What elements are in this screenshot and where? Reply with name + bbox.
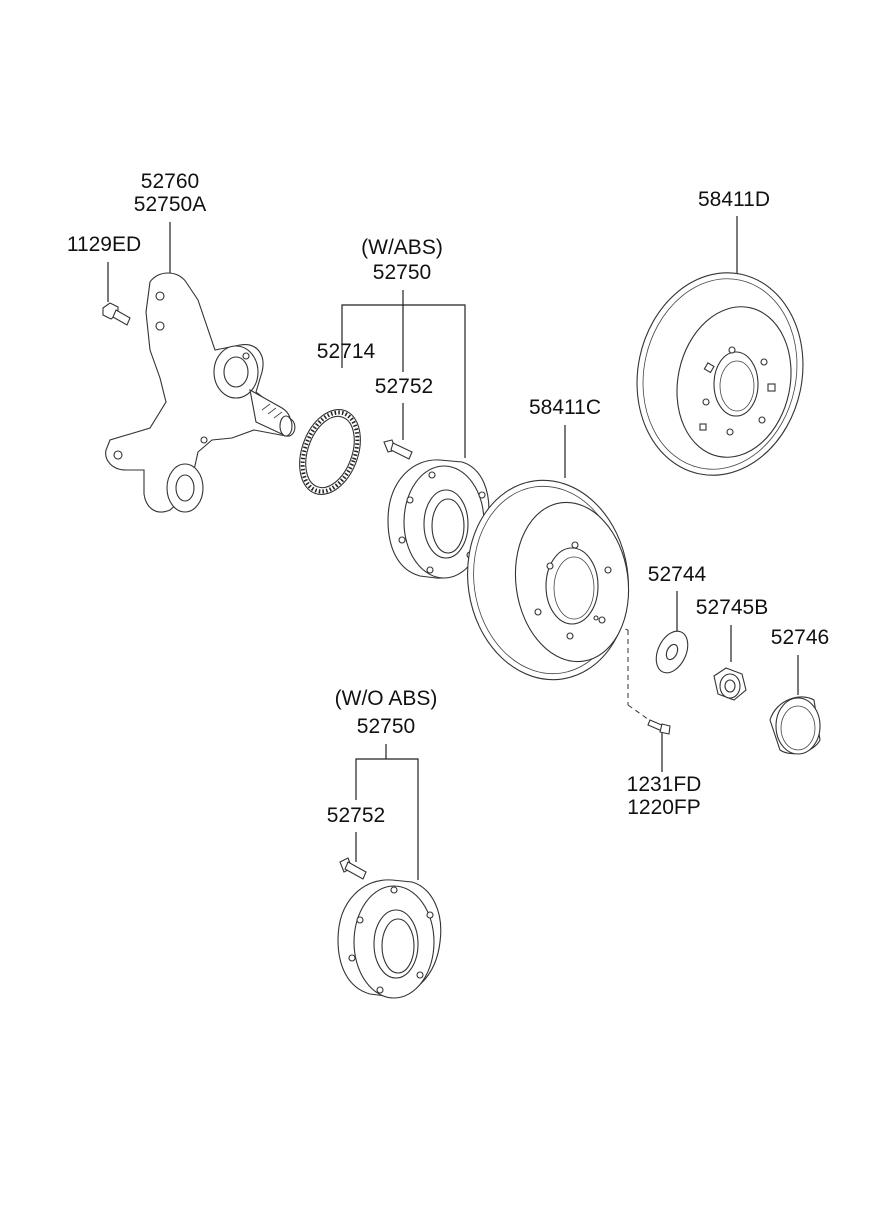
hub-assembly-woabs [337,879,442,999]
label-52744: 52744 [648,563,707,586]
hub-cap-52746 [769,696,821,755]
hub-bolt-52752-woabs [339,857,367,880]
bolt-1129ed [102,302,131,326]
screw-1231fd [647,719,671,735]
leader-lines [107,216,799,880]
label-52746: 52746 [771,626,829,649]
hub-assembly-wabs [387,459,490,579]
label-52750-wabs: 52750 [373,261,431,284]
tone-ring-52714 [299,409,361,495]
nut-52745b [713,667,747,701]
label-52745b: 52745B [696,596,768,619]
label-with-abs: (W/ABS) [361,236,443,259]
label-52750a: 52750A [134,193,206,216]
label-58411c: 58411C [529,396,601,419]
label-without-abs: (W/O ABS) [335,687,438,710]
label-52750-woabs: 52750 [357,715,415,738]
label-52752-woabs: 52752 [327,804,385,827]
washer-52744 [655,630,689,674]
label-1129ed: 1129ED [67,233,141,256]
steering-knuckle [105,272,296,513]
label-52760: 52760 [141,170,199,193]
label-1231fd: 1231FD [627,773,702,796]
label-1220fp: 1220FP [627,796,701,819]
brake-drum-58411c [467,479,630,681]
label-52714: 52714 [317,340,376,363]
label-58411d: 58411D [698,188,770,211]
hub-bolt-52752-wabs [383,439,413,460]
label-52752-wabs: 52752 [375,375,433,398]
brake-disc-58411d [636,272,804,476]
